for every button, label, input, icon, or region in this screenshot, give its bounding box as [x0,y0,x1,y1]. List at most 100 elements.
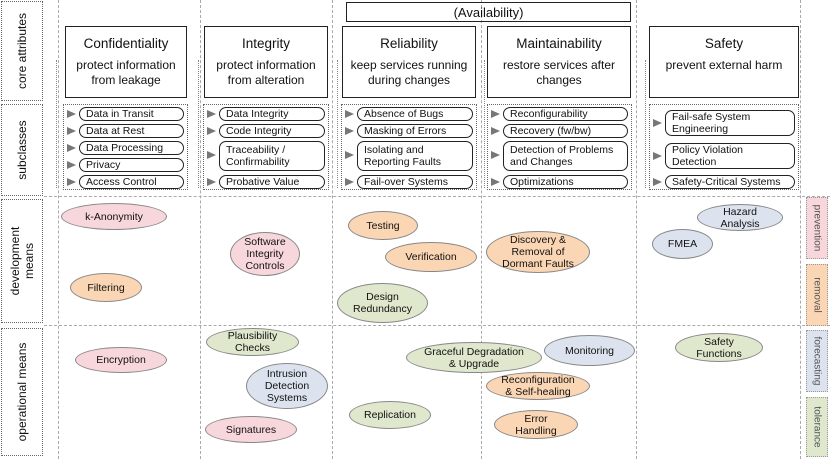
means-reconfiguration: Reconfiguration & Self-healing [486,372,590,400]
row-label-text: core attributes [15,12,29,90]
means-replication: Replication [349,401,431,429]
attribute-confidentiality: Confidentiality protect information from… [65,26,187,98]
row-label-text: operational means [15,342,29,442]
subclass-item: Policy Violation Detection [665,143,795,169]
arrow-icon [653,178,662,186]
grid-line [44,196,830,197]
arrow-icon [491,151,500,159]
legend-label: prevention [811,204,823,252]
arrow-icon [67,161,76,169]
subclass-item: Recovery (fw/bw) [503,124,628,138]
grid-line [332,0,333,459]
attribute-integrity: Integrity protect information from alter… [204,26,328,98]
grid-line [200,0,201,459]
legend-label: forecasting [811,336,823,386]
legend-label: tolerance [811,406,823,448]
subclass-item: Fail-over Systems [357,175,473,189]
means-monitoring: Monitoring [544,335,635,366]
subclass-item: Data Integrity [219,107,325,121]
means-intrusion-detection: Intrusion Detection Systems [246,363,328,409]
arrow-icon [67,178,76,186]
arrow-icon [67,110,76,118]
connector-line [198,60,199,188]
subclass-group-integrity [203,104,329,190]
subclass-item: Privacy [79,158,184,172]
attribute-title: Confidentiality [83,36,169,51]
arrow-icon [67,144,76,152]
arrow-icon [207,178,216,186]
means-verification: Verification [385,242,477,272]
subclass-item: Data in Transit [79,107,184,121]
subclass-item: Detection of Problems and Changes [503,141,628,171]
attribute-desc: protect information from leakage [76,58,176,87]
row-label-dev: development means [1,199,43,323]
subclass-item: Traceability / Confirmability [219,141,325,171]
subclass-item: Optimizations [503,175,628,189]
subclass-group-safety [649,104,799,190]
subclass-item: Absence of Bugs [357,107,473,121]
legend-forecasting: forecasting [806,330,828,392]
means-software-integrity-controls: Software Integrity Controls [230,232,300,276]
subclass-item: Code Integrity [219,124,325,138]
grid-line [58,0,59,459]
means-encryption: Encryption [75,347,167,373]
attribute-title: Maintainability [516,36,602,51]
attribute-safety: Safety prevent external harm [649,26,799,98]
arrow-icon [207,151,216,159]
means-error-handling: Error Handling [494,410,578,439]
row-label-text: subclasses [15,120,29,180]
attribute-title: Integrity [241,36,291,51]
connector-line [337,60,338,188]
connector-line [56,60,57,188]
row-label-sub: subclasses [1,104,43,196]
means-hazard-analysis: Hazard Analysis [697,204,783,231]
subclass-item: Access Control [79,175,184,189]
grid-line [800,0,801,459]
subclass-item: Safety-Critical Systems [665,175,795,189]
arrow-icon [491,178,500,186]
means-testing: Testing [348,211,418,240]
means-signatures: Signatures [205,416,297,443]
subclass-item: Data at Rest [79,124,184,138]
legend-removal: removal [806,264,828,326]
arrow-icon [491,110,500,118]
arrow-icon [653,119,662,127]
row-label-op: operational means [1,328,43,456]
subclass-group-maintainability [487,104,632,190]
means-fmea: FMEA [652,229,713,259]
subclass-item: Fail-safe System Engineering [665,110,795,136]
arrow-icon [491,127,500,135]
means-k-anonymity: k-Anonymity [61,203,167,230]
subclass-item: Isolating and Reporting Faults [357,141,473,171]
grid-line [44,325,830,326]
subclass-item: Masking of Errors [357,124,473,138]
legend-tolerance: tolerance [806,397,828,457]
attribute-reliability: Reliability keep services running during… [342,26,476,98]
attribute-title: Safety [704,36,744,51]
attribute-title: Reliability [380,36,438,51]
legend-prevention: prevention [806,197,828,259]
arrow-icon [345,110,354,118]
subclass-group-confidentiality [63,104,188,190]
means-safety-functions: Safety Functions [675,333,763,362]
arrow-icon [345,127,354,135]
row-label-text: development means [8,226,36,296]
row-label-core: core attributes [1,1,43,101]
grid-line [481,0,482,459]
subclass-item: Reconfigurability [503,107,628,121]
subclass-item: Probative Value [219,175,325,189]
subclass-item: Data Processing [79,141,184,155]
attribute-desc: restore services after changes [502,58,616,87]
legend-label: removal [811,277,823,313]
grid-line [636,0,637,459]
arrow-icon [207,110,216,118]
arrow-icon [207,127,216,135]
arrow-icon [653,152,662,160]
attribute-desc: prevent external harm [665,58,783,72]
attribute-desc: keep services running during changes [350,58,468,87]
connector-line [645,60,646,188]
arrow-icon [345,178,354,186]
means-plausibility-checks: Plausibility Checks [206,328,299,356]
availability-label: (Availability) [346,2,631,22]
attribute-desc: protect information from alteration [216,58,316,87]
